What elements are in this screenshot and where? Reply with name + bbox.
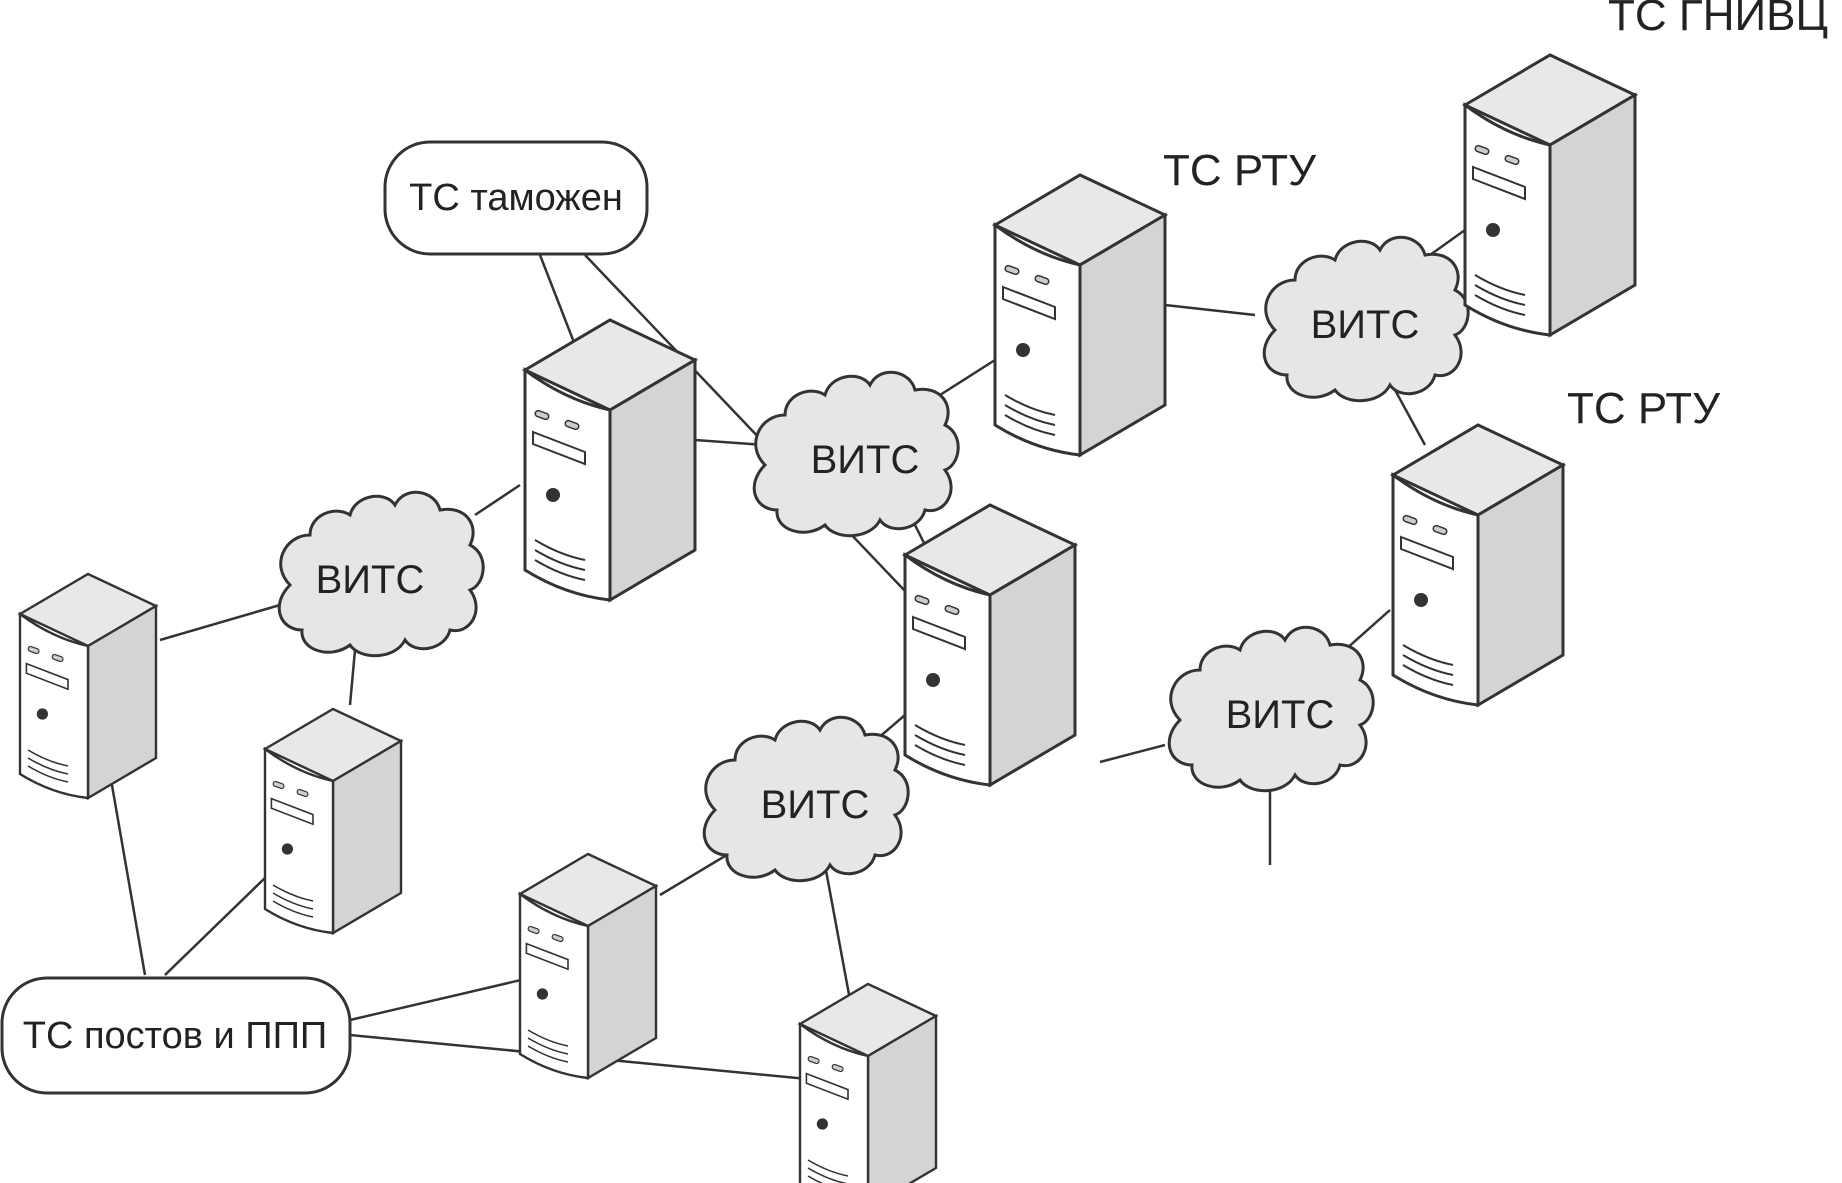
rtu1-label: ТС РТУ (1163, 146, 1317, 195)
cloud-c4: ВИТС (1262, 235, 1470, 403)
server-bottom2 (798, 982, 938, 1183)
customs-box: ТС таможен (383, 140, 649, 256)
rtu2-label: ТС РТУ (1567, 384, 1721, 433)
cloud-label: ВИТС (316, 558, 425, 602)
server-rtu2 (1391, 423, 1565, 707)
cloud-label: ВИТС (761, 783, 870, 827)
gnivc-label: ТС ГНИВЦ (1608, 0, 1828, 40)
cloud-label: ВИТС (1311, 303, 1420, 347)
link-c3-bottom2 (823, 864, 852, 1001)
link-rtu2-c5 (1344, 609, 1391, 651)
cloud-c3: ВИТС (702, 715, 910, 883)
link-c1-midleft (348, 649, 357, 706)
link-bottom1-c3 (659, 848, 736, 897)
server-gnivc (1463, 53, 1637, 337)
link-c2-rtu1 (939, 358, 996, 397)
cloud-c1: ВИТС (277, 490, 485, 658)
link-customs-server (538, 254, 577, 346)
server-center (903, 503, 1077, 787)
server-rtu1 (993, 173, 1167, 457)
link-server-c2 (694, 438, 766, 447)
cloud-label: ВИТС (811, 438, 920, 482)
link-server-c1 (474, 483, 521, 517)
server-customs (523, 318, 697, 602)
cloud-label: ВИТС (1226, 693, 1335, 737)
cloud-c2: ВИТС (752, 370, 960, 538)
link-c5-out1 (1099, 743, 1166, 764)
link-c4-rtu2 (1393, 389, 1427, 446)
link-rtu1-c4 (1164, 303, 1256, 317)
customs-label: ТС таможен (409, 177, 623, 219)
server-bottom1 (518, 852, 658, 1080)
server-mid-left (263, 707, 403, 935)
posts-box: ТС постов и ППП (0, 976, 352, 1095)
link-left-c1 (159, 603, 281, 642)
cloud-c5: ВИТС (1167, 625, 1375, 793)
posts-label: ТС постов и ППП (23, 1015, 328, 1057)
server-left (18, 572, 158, 800)
link-c4-gnivc (1429, 228, 1466, 257)
